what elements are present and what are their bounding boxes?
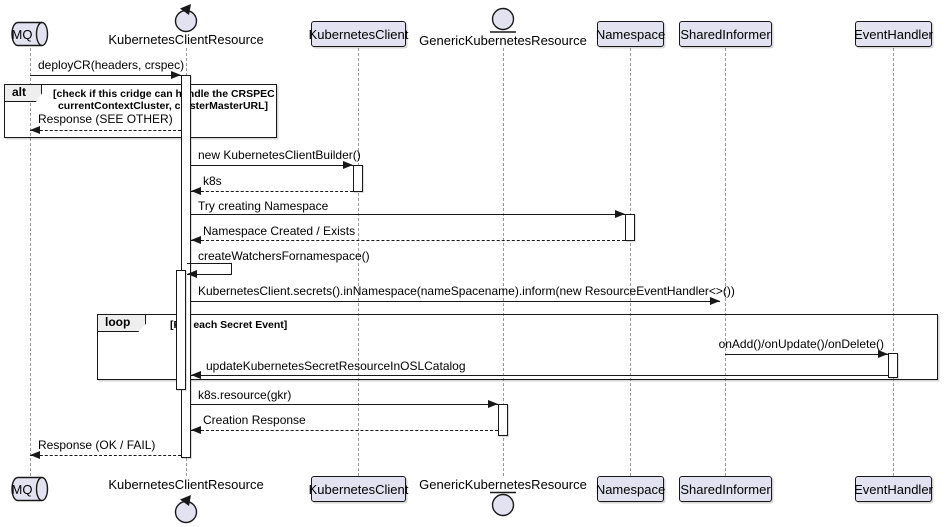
participant-generickubernetesresource-top: GenericKubernetesResource [419,33,587,48]
arrowhead-left-icon [30,126,40,134]
arrowhead-right-icon [488,400,498,408]
participant-kubernetesclient-top: KubernetesClient [309,21,408,47]
participant-namespace-bottom: Namespace [596,476,665,502]
loop-fragment-label: loop [97,314,147,332]
control-icon [173,493,199,524]
message-namespace-created-line [191,240,625,241]
arrowhead-left-icon [191,236,201,244]
message-inform-line [191,301,720,302]
participant-kubernetesclient-bottom: KubernetesClient [309,476,408,502]
lifeline-mq [30,48,31,476]
arrowhead-left-icon [191,426,201,434]
participant-eventhandler-bottom: EventHandler [854,476,933,502]
message-deploycr-line [30,75,181,76]
lifeline-eventhandler [893,48,894,476]
message-try-namespace-label: Try creating Namespace [198,199,329,213]
arrowhead-right-icon [171,71,181,79]
message-createwatchers-label: createWatchersFornamespace() [198,249,370,263]
alt-fragment-label: alt [4,84,43,102]
participant-mq-bottom: MQ [11,482,33,497]
participant-kubernetesclientresource-top: KubernetesClientResource [108,32,264,47]
activation-eventhandler [888,353,898,378]
message-onadd-line [725,354,888,355]
participant-sharedinformer-bottom: SharedInformer [679,476,772,502]
participant-eventhandler-top: EventHandler [854,21,933,47]
arrowhead-left-icon [30,451,40,459]
message-response-see-other-label: Response (SEE OTHER) [38,112,173,126]
participant-sharedinformer-top: SharedInformer [679,21,772,47]
message-deploycr-label: deployCR(headers, crspec) [38,58,185,72]
message-creation-response-label: Creation Response [203,413,306,427]
message-onadd-label: onAdd()/onUpdate()/onDelete() [718,337,884,351]
message-response-see-other-line [30,130,181,131]
message-k8s-line [191,191,353,192]
arrowhead-left-icon [191,187,201,195]
arrowhead-left-icon [187,270,197,278]
message-new-clientbuilder-label: new KubernetesClientBuilder() [198,148,361,162]
message-new-clientbuilder-line [191,165,353,166]
lifeline-sharedinformer [725,48,726,476]
alt-guard-line1: [check if this cridge can handle the CRS… [53,88,275,100]
control-icon [173,2,199,33]
lifeline-namespace [630,48,631,476]
loop-fragment: loop [For each Secret Event] [97,314,938,380]
arrowhead-right-icon [878,350,888,358]
arrowhead-right-icon [710,297,720,305]
alt-guard-line2: currentContextCluster, clusterMasterURL] [57,100,269,112]
message-k8s-resource-line [191,404,498,405]
lifeline-kubernetesclient [358,48,359,476]
entity-icon [489,6,517,34]
activation-namespace [625,214,635,241]
message-inform-label: KubernetesClient.secrets().inNamespace(n… [198,284,735,298]
message-k8s-resource-label: k8s.resource(gkr) [198,388,292,402]
activation-kcr-nested [176,270,186,390]
message-update-secret-line [191,375,888,376]
alt-fragment-guard: [check if this cridge can handle the CRS… [53,88,275,112]
message-response-ok-fail-label: Response (OK / FAIL) [38,438,156,452]
activation-kcr-main [181,75,191,458]
message-response-ok-fail-line [30,455,181,456]
participant-namespace-top: Namespace [596,21,665,47]
participant-kubernetesclientresource-bottom: KubernetesClientResource [108,477,264,492]
arrowhead-right-icon [615,210,625,218]
queue-icon [9,475,51,503]
alt-fragment: alt [check if this cridge can handle the… [4,84,277,138]
entity-icon [489,491,517,519]
arrowhead-right-icon [343,161,353,169]
arrowhead-left-icon [191,371,201,379]
queue-icon [9,20,51,48]
participant-generickubernetesresource-bottom: GenericKubernetesResource [419,477,587,492]
message-k8s-label: k8s [203,174,222,188]
message-update-secret-label: updateKubernetesSecretResourceInOSLCatal… [206,359,466,373]
message-createwatchers-selfline [187,263,232,275]
message-creation-response-line [191,430,498,431]
loop-fragment-guard: [For each Secret Event] [170,319,288,331]
participant-mq-top: MQ [11,27,33,42]
activation-kubernetesclient [353,165,363,192]
lifeline-generickubernetesresource [503,48,504,476]
message-namespace-created-label: Namespace Created / Exists [203,224,356,238]
activation-generickubernetesresource [498,404,508,436]
message-try-namespace-line [191,214,625,215]
